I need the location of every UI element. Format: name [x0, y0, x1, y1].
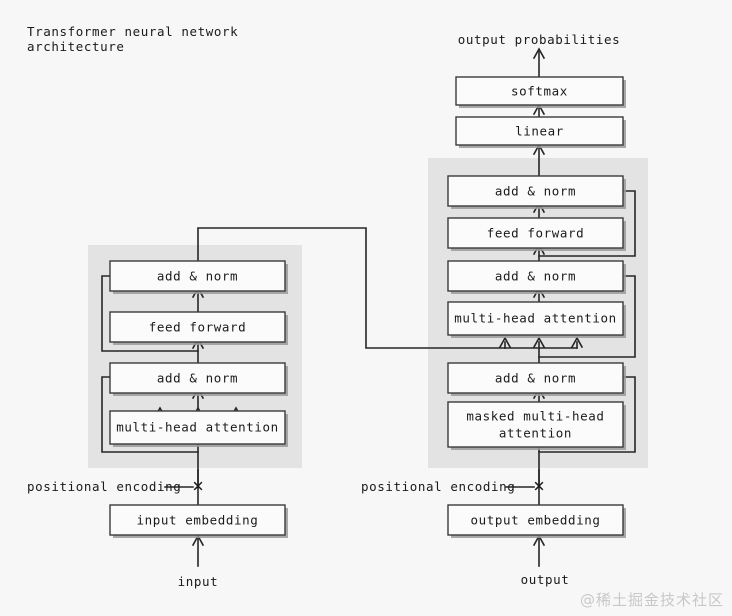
decoder-block-multi-head-attention[interactable]: multi-head attention — [447, 301, 626, 338]
head-softmax[interactable]: softmax — [455, 76, 626, 108]
output-probabilities-label: output probabilities — [458, 32, 621, 47]
box-rect — [447, 401, 624, 448]
wire-encoder-to-decoder-cross-attention — [197, 227, 506, 349]
box-rect — [447, 175, 624, 207]
diagram-title-line1: Transformer neural network — [27, 24, 238, 39]
encoder-positional-encoding-label: positional encoding — [27, 479, 181, 494]
decoder-block-masked-multi-head-attention[interactable]: masked multi-head attention — [447, 401, 626, 450]
block-label: feed forward — [487, 226, 585, 241]
block-label: add & norm — [495, 184, 576, 199]
decoder-positional-encoding-label: positional encoding — [361, 479, 515, 494]
box-rect — [447, 301, 624, 336]
encoder-input-label: input — [178, 574, 219, 589]
box-rect — [109, 410, 286, 445]
watermark: @稀土掘金技术社区 — [579, 591, 724, 609]
box-rect — [109, 260, 286, 292]
decoder-positional-encoding-cross-icon: ✕ — [533, 478, 546, 496]
box-rect — [109, 362, 286, 394]
box-rect — [455, 116, 624, 146]
diagram-title-line2: architecture — [27, 39, 125, 54]
box-rect — [447, 362, 624, 394]
block-label: multi-head attention — [454, 311, 617, 326]
box-rect — [455, 76, 624, 106]
block-label: input embedding — [137, 513, 259, 528]
block-label-line2: attention — [499, 426, 572, 441]
block-label: multi-head attention — [116, 420, 279, 435]
decoder-block-add-norm-2[interactable]: add & norm — [447, 260, 626, 294]
decoder-block-add-norm-1[interactable]: add & norm — [447, 362, 626, 396]
decoder-block-feed-forward[interactable]: feed forward — [447, 217, 626, 251]
box-rect — [447, 260, 624, 292]
encoder-block-add-norm-1[interactable]: add & norm — [109, 362, 288, 396]
block-label: linear — [515, 124, 564, 139]
head-linear[interactable]: linear — [455, 116, 626, 148]
decoder-output-embedding[interactable]: output embedding — [447, 504, 626, 538]
encoder-input-embedding[interactable]: input embedding — [109, 504, 288, 538]
decoder-output-label: output — [521, 572, 570, 587]
block-label: add & norm — [495, 371, 576, 386]
box-rect — [109, 311, 286, 343]
encoder-block-multi-head-attention[interactable]: multi-head attention — [109, 410, 288, 447]
block-label: softmax — [511, 84, 568, 99]
box-rect — [447, 504, 624, 536]
encoder-block-add-norm-2[interactable]: add & norm — [109, 260, 288, 294]
encoder-block-feed-forward[interactable]: feed forward — [109, 311, 288, 345]
decoder-block-add-norm-3[interactable]: add & norm — [447, 175, 626, 209]
block-label: output embedding — [470, 513, 600, 528]
block-label-line1: masked multi-head — [466, 409, 604, 424]
block-label: feed forward — [149, 320, 247, 335]
encoder-positional-encoding-cross-icon: ✕ — [192, 478, 205, 496]
box-rect — [447, 217, 624, 249]
box-rect — [109, 504, 286, 536]
block-label: add & norm — [495, 269, 576, 284]
block-label: add & norm — [157, 371, 238, 386]
arrowhead-output-probabilities — [532, 47, 546, 60]
block-label: add & norm — [157, 269, 238, 284]
